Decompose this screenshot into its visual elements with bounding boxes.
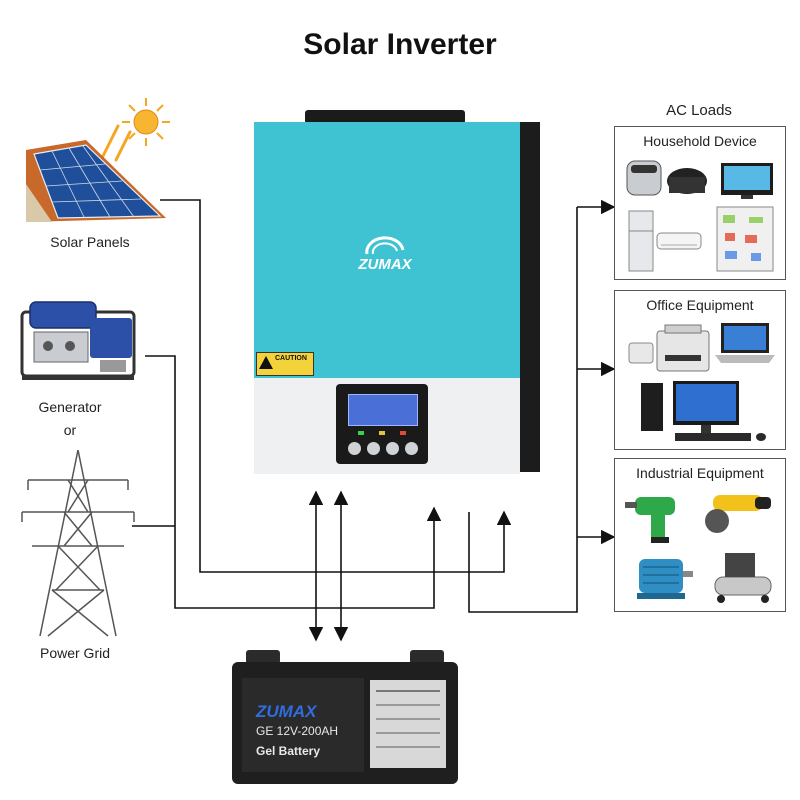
- office-equipment-icon: [628, 323, 775, 441]
- industrial-equipment-label: Industrial Equipment: [636, 465, 764, 481]
- battery-spec-label: [370, 680, 446, 768]
- household-device-label: Household Device: [643, 133, 757, 149]
- battery-front-panel: [242, 678, 364, 772]
- sun-icon: [122, 98, 170, 146]
- battery-model: GE 12V-200AH: [256, 724, 339, 738]
- generator-label: Generator: [38, 399, 102, 415]
- generator-icon: [20, 301, 136, 380]
- control-panel: [336, 384, 428, 464]
- inverter-front-top: [254, 122, 520, 378]
- office-equipment-box: Office Equipment: [614, 290, 786, 450]
- status-led-red: [400, 431, 406, 435]
- inverter-brand: ZUMAX: [358, 256, 412, 273]
- office-equipment-label: Office Equipment: [646, 297, 754, 313]
- lcd-display: [348, 394, 418, 426]
- caution-label: CAUTION: [256, 352, 314, 376]
- solar-panel-icon: [26, 140, 166, 222]
- industrial-equipment-box: Industrial Equipment: [614, 458, 786, 612]
- heat-sink-fins: [518, 122, 540, 472]
- sun-rays-icon: [100, 124, 132, 162]
- battery-terminal-right: [410, 650, 444, 664]
- panel-button-4[interactable]: [405, 442, 418, 455]
- panel-button-1[interactable]: [348, 442, 361, 455]
- diagram-title: Solar Inverter: [303, 28, 497, 61]
- ac-output-wire: [468, 207, 578, 613]
- warning-icon: [259, 356, 273, 369]
- panel-button-2[interactable]: [367, 442, 380, 455]
- household-device-box: Household Device: [614, 126, 786, 280]
- solar-inverter-unit: ZUMAX CAUTION: [250, 106, 542, 476]
- ac-loads-heading: AC Loads: [666, 102, 732, 119]
- solar-panels-label: Solar Panels: [50, 234, 130, 250]
- gel-battery: ZUMAX GE 12V-200AH Gel Battery: [228, 644, 462, 786]
- power-grid-label: Power Grid: [39, 645, 111, 661]
- battery-type: Gel Battery: [256, 744, 321, 758]
- status-led-green: [358, 431, 364, 435]
- battery-brand: ZUMAX: [256, 702, 317, 721]
- industrial-equipment-icon: [625, 495, 772, 603]
- battery-terminal-left: [246, 650, 280, 664]
- zumax-logo-icon: [365, 236, 405, 255]
- power-grid-tower-icon: [21, 450, 135, 637]
- generator-wire: [145, 355, 442, 609]
- caution-text: CAUTION: [275, 355, 307, 362]
- or-label: or: [63, 422, 77, 438]
- mounting-bracket: [305, 110, 465, 124]
- panel-button-3[interactable]: [386, 442, 399, 455]
- household-appliances-icon: [626, 160, 774, 272]
- solar-wire: [160, 199, 512, 573]
- status-led-yellow: [379, 431, 385, 435]
